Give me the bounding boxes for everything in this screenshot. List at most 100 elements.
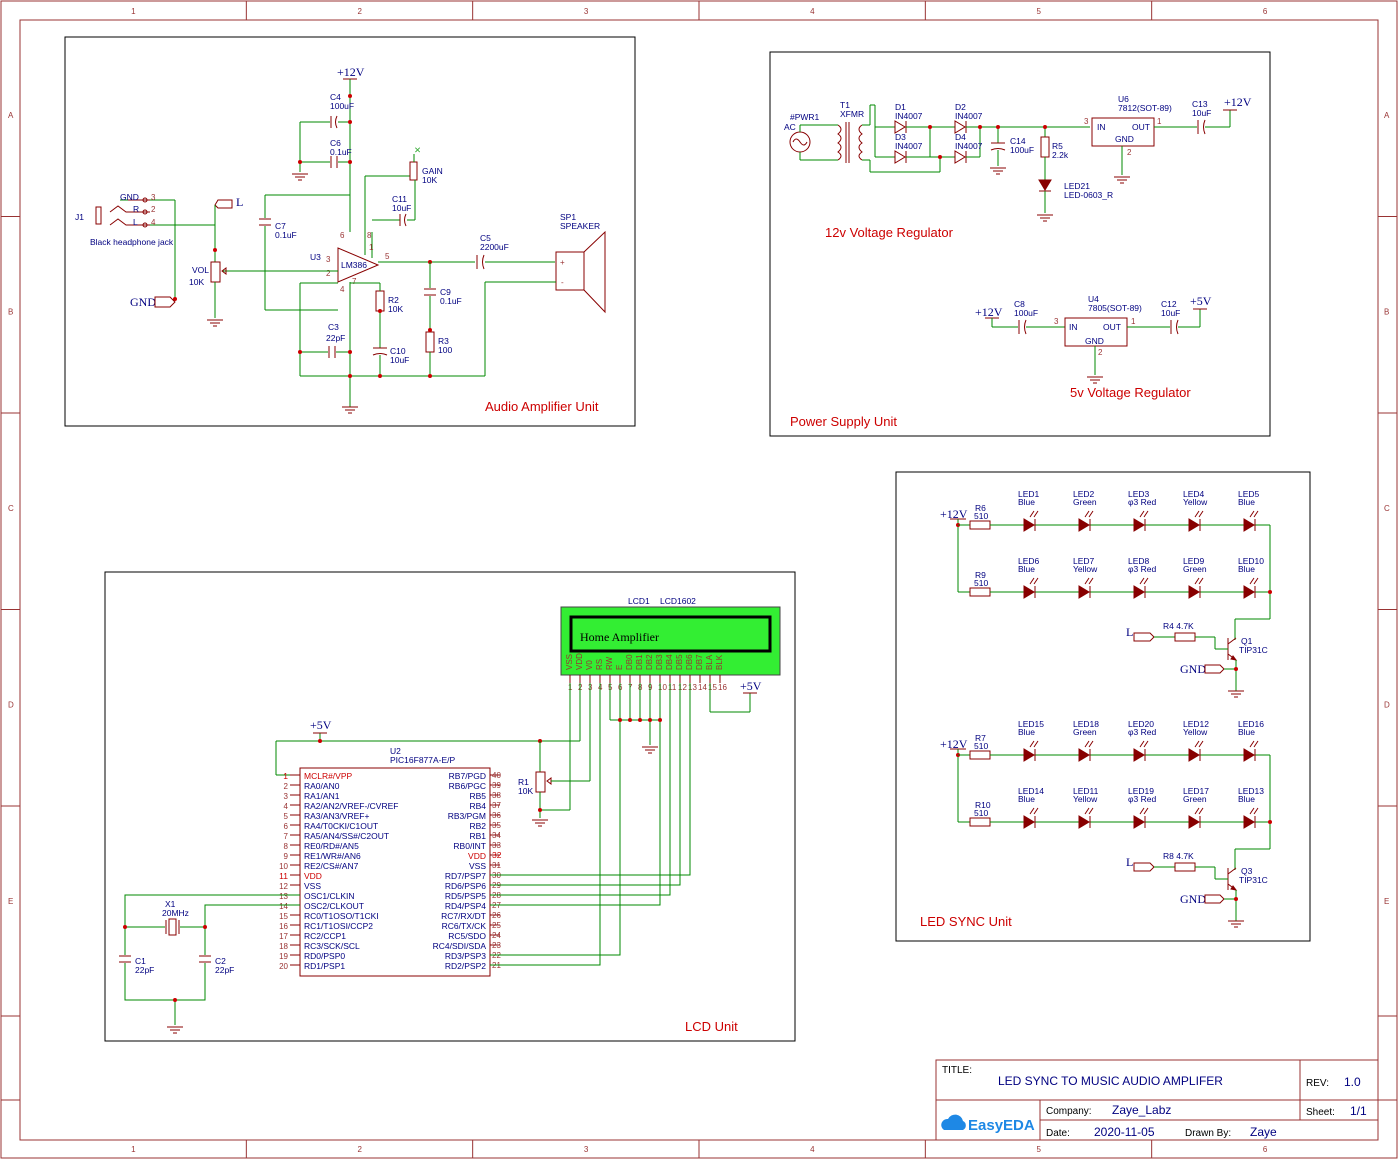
led-color: Blue [1018, 564, 1035, 574]
transistor-ref: Q3 [1241, 866, 1253, 876]
pic-pin-number: 40 [492, 771, 501, 780]
svg-text:✕: ✕ [414, 145, 421, 155]
led-symbol [1188, 518, 1200, 532]
c1-ref: C1 [135, 956, 146, 966]
led-ref: LED18 [1073, 719, 1099, 729]
pic-pin-number: 39 [492, 781, 501, 790]
svg-text:3: 3 [326, 255, 331, 264]
c9-ref: C9 [440, 287, 451, 297]
power-unit-title: Power Supply Unit [790, 414, 897, 429]
d1-value: IN4007 [895, 111, 923, 121]
title-block: TITLE: LED SYNC TO MUSIC AUDIO AMPLIFER … [935, 1059, 1379, 1141]
c14-value: 100uF [1010, 145, 1034, 155]
led-ref: LED19 [1128, 786, 1154, 796]
audio-unit-title: Audio Amplifier Unit [485, 399, 599, 414]
pic-pin-number: 10 [279, 862, 288, 871]
led-ref: LED9 [1183, 556, 1205, 566]
svg-text:GND: GND [1115, 134, 1134, 144]
c3-value: 22pF [326, 333, 345, 343]
j1-pin-r: R [133, 204, 139, 214]
date-value: 2020-11-05 [1094, 1125, 1155, 1139]
frame-row-label: B [8, 308, 13, 317]
lcd-pin-number: 13 [688, 683, 697, 692]
pic-pin-name: VDD [468, 851, 486, 861]
led-ref: LED3 [1128, 489, 1150, 499]
led-symbol [1023, 748, 1035, 762]
led-ref: LED2 [1073, 489, 1095, 499]
svg-text:3: 3 [1084, 117, 1089, 126]
vol-value: 10K [189, 277, 204, 287]
r5-value: 2.2k [1052, 150, 1069, 160]
led-color: Blue [1018, 727, 1035, 737]
lcd-pin-label: DB2 [645, 654, 654, 670]
frame-col-label: 6 [1263, 1145, 1268, 1154]
led-symbol [1133, 518, 1145, 532]
pic-pin-name: VSS [304, 881, 321, 891]
led-ref: LED14 [1018, 786, 1044, 796]
svg-text:EasyEDA: EasyEDA [968, 1117, 1035, 1134]
pic-pin-name: RD7/PSP7 [445, 871, 486, 881]
pic-pin-name: RC7/RX/DT [441, 911, 486, 921]
pic-pin-name: RD3/PSP3 [445, 951, 486, 961]
u4-ref: U4 [1088, 294, 1099, 304]
frame-row-label: C [1384, 504, 1390, 513]
svg-text:OUT: OUT [1103, 322, 1121, 332]
led-color: Green [1183, 794, 1207, 804]
pic-pin-number: 33 [492, 841, 501, 850]
u3-ref: U3 [310, 252, 321, 262]
c4-value: 100uF [330, 101, 354, 111]
pic-pin-name: RA4/T0CKI/C1OUT [304, 821, 378, 831]
led-color: Blue [1238, 727, 1255, 737]
lcd-screen [569, 615, 772, 653]
svg-text:2: 2 [1098, 348, 1103, 357]
led-symbol [1078, 815, 1090, 829]
title-label: TITLE: [942, 1065, 972, 1076]
lcd-pin-label: RS [595, 659, 604, 670]
r2-ref: R2 [388, 295, 399, 305]
frame-row-label: D [8, 701, 14, 710]
svg-text:6: 6 [340, 231, 345, 240]
svg-text:8: 8 [367, 231, 372, 240]
resistor-value: 510 [974, 511, 988, 521]
frame-col-label: 2 [358, 1145, 363, 1154]
base-resistor-label: R8 4.7K [1163, 851, 1194, 861]
c10-ref: C10 [390, 346, 406, 356]
frame-row-label: E [1384, 897, 1389, 906]
led-ref: LED15 [1018, 719, 1044, 729]
pic-pin-name: RC6/TX/CK [442, 921, 487, 931]
c4-ref: C4 [330, 92, 341, 102]
u6-ref: U6 [1118, 94, 1129, 104]
frame-row-label: A [1384, 111, 1390, 120]
led-color: Blue [1018, 794, 1035, 804]
c2-ref: C2 [215, 956, 226, 966]
pic-pin-name: RC5/SDO [448, 931, 486, 941]
pic-pin-number: 4 [284, 802, 289, 811]
d2-value: IN4007 [955, 111, 983, 121]
svg-text:2: 2 [326, 269, 331, 278]
led-color: Yellow [1183, 727, 1208, 737]
c7-ref: C7 [275, 221, 286, 231]
svg-text:2: 2 [1127, 148, 1132, 157]
pic-pin-number: 31 [492, 861, 501, 870]
pic-pin-number: 12 [279, 882, 288, 891]
pic-pin-name: RB1 [469, 831, 486, 841]
u2-part: PIC16F877A-E/P [390, 755, 456, 765]
easyeda-logo: EasyEDA [941, 1114, 1035, 1134]
t1-ref: T1 [840, 100, 850, 110]
svg-text:7: 7 [352, 277, 357, 286]
pic-pin-name: RD2/PSP2 [445, 961, 486, 971]
in12-label: +12V [975, 305, 1003, 319]
svg-text:IN: IN [1097, 122, 1106, 132]
led-color: φ3 Red [1128, 727, 1156, 737]
led-color: φ3 Red [1128, 564, 1156, 574]
svg-text:3: 3 [1054, 317, 1059, 326]
d4-ref: D4 [955, 132, 966, 142]
pic-pin-name: OSC1/CLKIN [304, 891, 355, 901]
audio-gnd-label: GND [130, 295, 156, 309]
pic-pin-name: RE1/WR#/AN6 [304, 851, 361, 861]
led-net-l: L [1126, 855, 1133, 869]
lcd-pin-label: DB0 [625, 654, 634, 670]
rev-value: 1.0 [1344, 1075, 1361, 1089]
pic-pin-name: RB4 [469, 801, 486, 811]
